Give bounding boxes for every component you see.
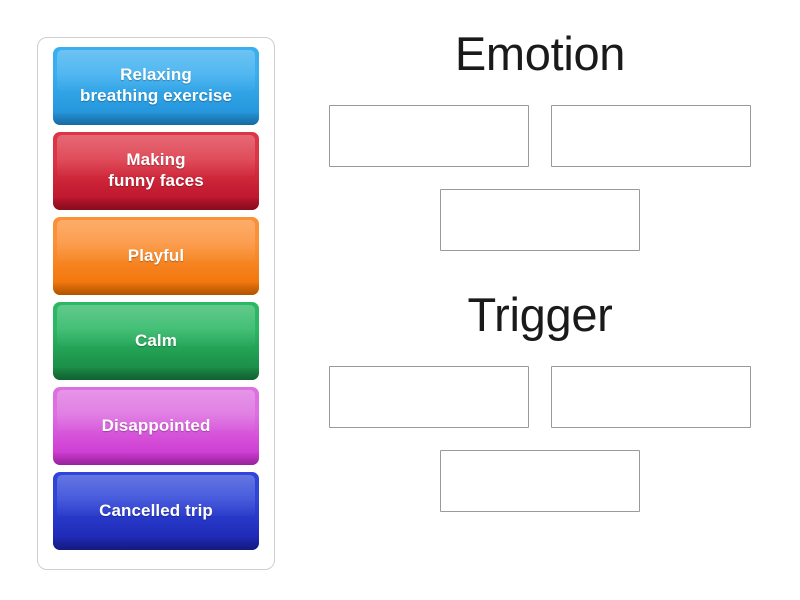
draggable-tile[interactable]: Cancelled trip <box>53 472 259 550</box>
drop-zone[interactable] <box>440 450 640 512</box>
drop-zone-row <box>440 450 640 512</box>
drop-zone-group <box>300 366 780 512</box>
draggable-tile[interactable]: Relaxing breathing exercise <box>53 47 259 125</box>
drop-zone-row <box>329 366 751 428</box>
category-section: Trigger <box>300 291 780 512</box>
draggable-tile[interactable]: Playful <box>53 217 259 295</box>
draggable-tile[interactable]: Disappointed <box>53 387 259 465</box>
drop-zone-row <box>440 189 640 251</box>
drop-zone-group <box>300 105 780 251</box>
tile-label: Making funny faces <box>108 150 204 190</box>
tile-label: Relaxing breathing exercise <box>79 65 233 105</box>
tile-label: Calm <box>135 330 177 350</box>
drop-zone[interactable] <box>329 105 529 167</box>
tile-label: Playful <box>127 245 185 265</box>
drop-zone-row <box>329 105 751 167</box>
tile-label: Disappointed <box>101 415 211 435</box>
draggable-tile[interactable]: Calm <box>53 302 259 380</box>
drop-zone[interactable] <box>551 105 751 167</box>
category-section: Emotion <box>300 30 780 251</box>
tile-label: Cancelled trip <box>99 500 213 520</box>
drop-zone[interactable] <box>329 366 529 428</box>
category-title: Emotion <box>454 27 626 80</box>
draggable-tile[interactable]: Making funny faces <box>53 132 259 210</box>
drop-zone[interactable] <box>551 366 751 428</box>
drop-zone[interactable] <box>440 189 640 251</box>
category-title: Trigger <box>467 288 613 341</box>
